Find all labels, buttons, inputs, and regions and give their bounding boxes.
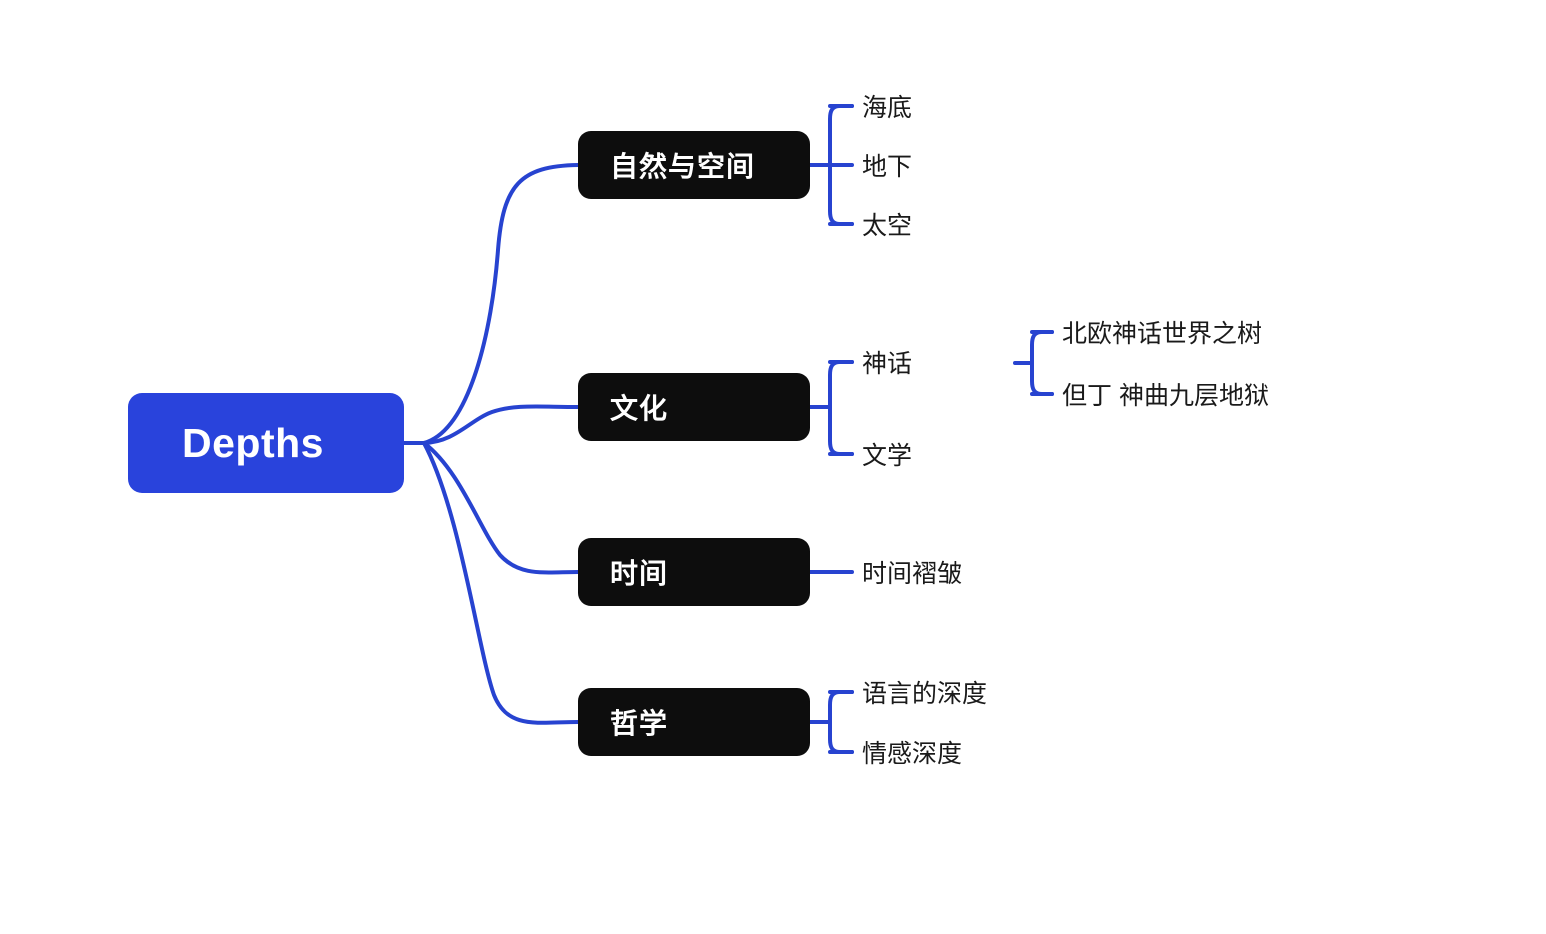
- root-node[interactable]: Depths: [128, 393, 404, 493]
- leaf-node-depth-of-language[interactable]: 语言的深度: [862, 680, 988, 708]
- leaf-node-literature[interactable]: 文学: [862, 442, 913, 470]
- leaf-node-mythology[interactable]: 神话: [862, 350, 913, 378]
- edge-mythology-bracket: [1030, 330, 1054, 396]
- leaf-node-time-folds[interactable]: 时间褶皱: [862, 560, 963, 588]
- branch-node-time[interactable]: 时间: [578, 538, 810, 606]
- edge-root-to-branch-1: [422, 404, 580, 445]
- branch-node-label: 自然与空间: [610, 151, 756, 182]
- branch-node-label: 文化: [610, 393, 669, 424]
- branch-node-culture[interactable]: 文化: [578, 373, 810, 441]
- leaf-node-underground[interactable]: 地下: [862, 153, 913, 181]
- branch-node-philosophy[interactable]: 哲学: [578, 688, 810, 756]
- edge-root-to-branch-3: [422, 441, 580, 725]
- edge-branch-3-bracket: [828, 690, 854, 754]
- edge-root-to-branch-0: [422, 163, 580, 445]
- root-node-label: Depths: [182, 419, 324, 466]
- branch-node-nature-space[interactable]: 自然与空间: [578, 131, 810, 199]
- leaf-node-dante-nine-circles[interactable]: 但丁 神曲九层地狱: [1062, 382, 1269, 410]
- edge-root-to-branch-2: [422, 441, 580, 575]
- leaf-node-outer-space[interactable]: 太空: [862, 212, 913, 240]
- branch-node-label: 时间: [610, 558, 669, 589]
- branch-node-label: 哲学: [610, 708, 669, 739]
- edge-branch-1-bracket: [828, 360, 854, 456]
- leaf-node-norse-world-tree[interactable]: 北欧神话世界之树: [1062, 320, 1263, 348]
- leaf-node-emotional-depth[interactable]: 情感深度: [862, 740, 963, 768]
- leaf-node-seabed[interactable]: 海底: [862, 94, 913, 122]
